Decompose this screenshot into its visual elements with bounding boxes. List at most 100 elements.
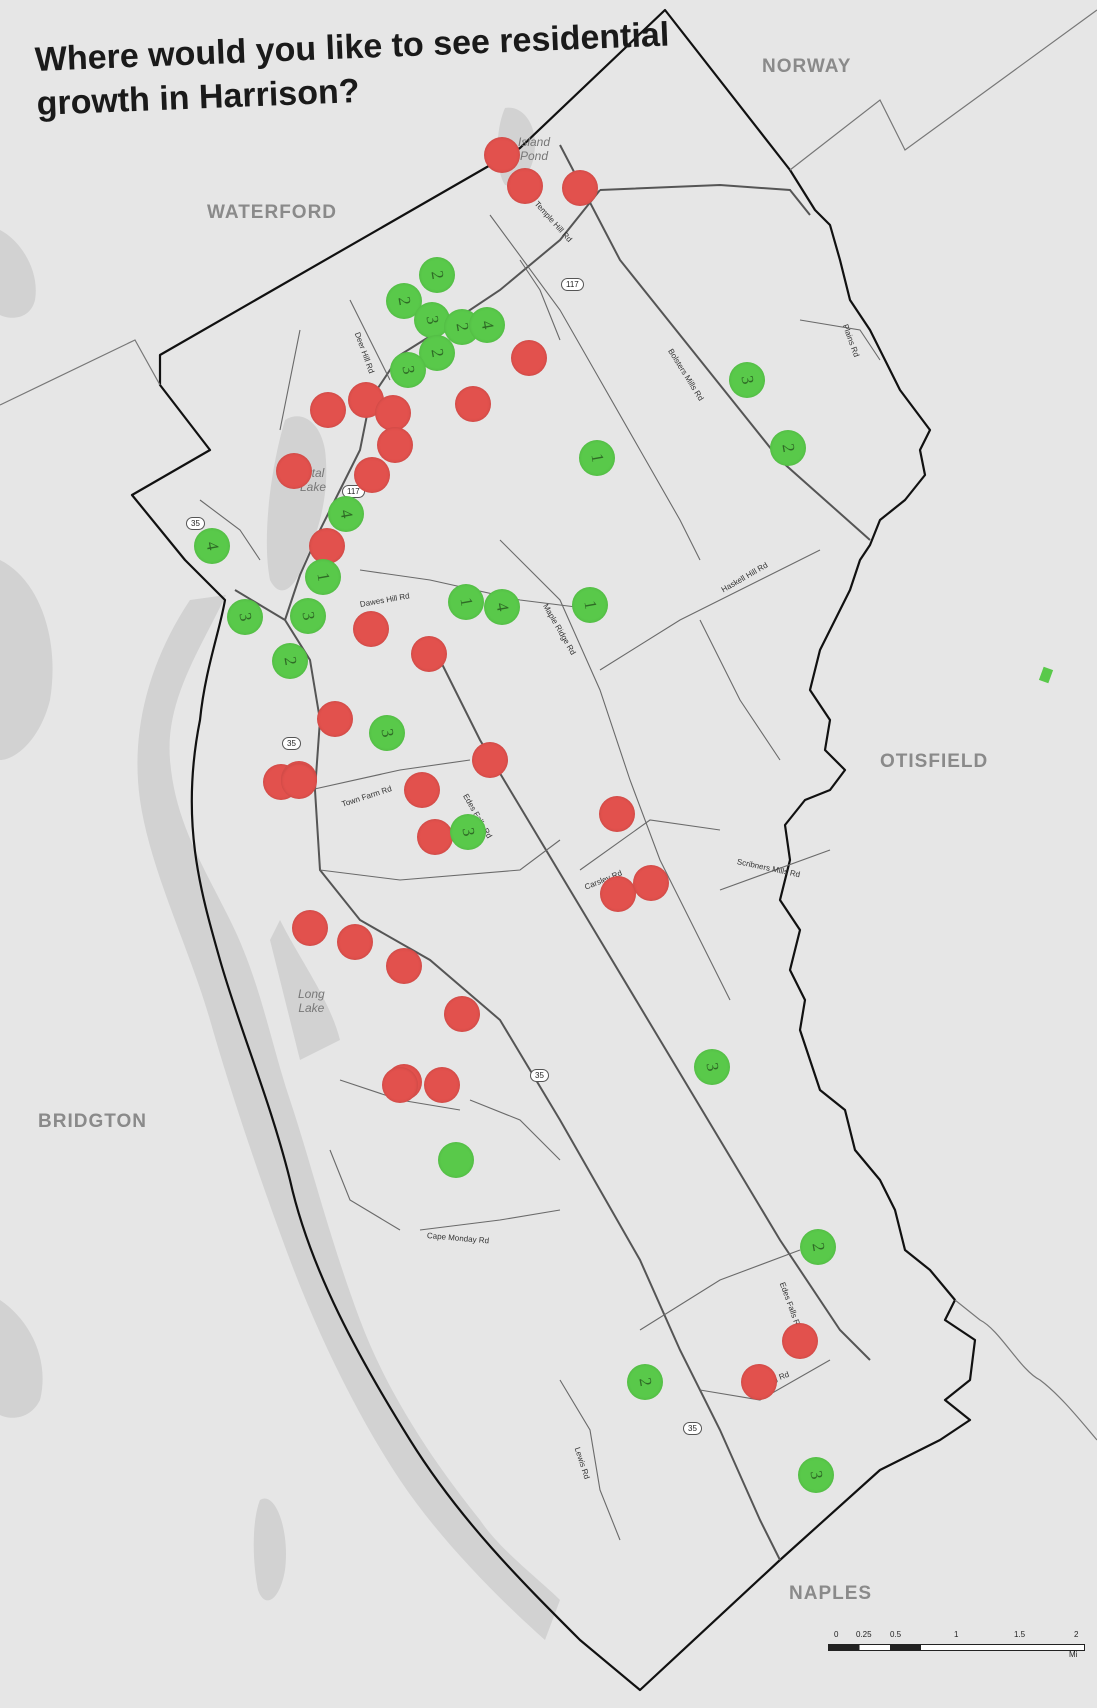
red-sticker-dot [472, 742, 508, 778]
red-sticker-dot [354, 457, 390, 493]
green-sticker-dot: 1 [572, 587, 608, 623]
neighbor-boundaries [0, 9, 1097, 1441]
route-shield-35: 35 [282, 737, 301, 750]
green-sticker-dot: 2 [800, 1229, 836, 1265]
green-sticker-dot: 3 [290, 598, 326, 634]
minor-roads [199, 214, 881, 1541]
long-lake-upper [270, 920, 340, 1060]
town-boundary [130, 8, 977, 1692]
town-label-norway: NORWAY [762, 56, 852, 77]
route-shield-117: 117 [561, 278, 584, 291]
red-sticker-dot [511, 340, 547, 376]
town-label-waterford: WATERFORD [207, 202, 338, 223]
scale-tick: 1.5 [1014, 1630, 1026, 1639]
green-sticker-dot: 2 [770, 430, 806, 466]
green-sticker-dot: 3 [227, 599, 263, 635]
green-sticker-dot: 3 [390, 352, 426, 388]
green-sticker-dot: 2 [272, 643, 308, 679]
route-shield-35: 35 [186, 517, 205, 530]
green-sticker-dot: 2 [627, 1364, 663, 1400]
red-sticker-dot [281, 763, 317, 799]
red-sticker-dot [562, 170, 598, 206]
route-shield-35: 35 [683, 1422, 702, 1435]
green-sticker-number: 1 [587, 452, 608, 464]
scale-bar-strip [828, 1644, 1085, 1651]
red-sticker-dot [317, 701, 353, 737]
water-label-long-lake: Long Lake [298, 987, 325, 1015]
green-sticker-number: 1 [456, 596, 477, 608]
red-sticker-dot [386, 948, 422, 984]
green-sticker-number: 3 [737, 374, 758, 386]
water-label-island-pond: Island Pond [518, 135, 551, 163]
green-sticker-dot: 3 [369, 715, 405, 751]
route-shield-35: 35 [530, 1069, 549, 1082]
bolsters-mills-rd [559, 144, 871, 541]
red-sticker-dot [599, 796, 635, 832]
red-sticker-dot [782, 1323, 818, 1359]
red-sticker-dot [353, 611, 389, 647]
green-sticker-dot: 4 [484, 589, 520, 625]
red-sticker-dot [276, 453, 312, 489]
green-sticker-number: 3 [235, 611, 256, 623]
red-sticker-dot [444, 996, 480, 1032]
green-sticker-number: 3 [298, 610, 319, 622]
green-sticker-dot: 3 [694, 1049, 730, 1085]
scale-tick: 1 [954, 1630, 959, 1639]
scale-tick: 2 [1074, 1630, 1079, 1639]
red-sticker-dot [455, 386, 491, 422]
green-sticker-dot: 3 [729, 362, 765, 398]
red-sticker-dot [375, 395, 411, 431]
red-sticker-dot [633, 865, 669, 901]
scale-tick: 0.5 [890, 1630, 902, 1639]
green-sticker-number: 2 [808, 1241, 829, 1253]
green-sticker-number: 3 [702, 1061, 723, 1073]
green-sticker-dot [438, 1142, 474, 1178]
green-sticker-number: 3 [398, 364, 419, 376]
west-lake [0, 230, 36, 318]
west-lake-2 [0, 560, 53, 760]
green-sticker-dot: 3 [450, 814, 486, 850]
green-sticker-number: 2 [280, 655, 301, 667]
green-sticker-number: 3 [806, 1469, 827, 1481]
green-sticker-dot: 3 [798, 1457, 834, 1493]
green-sticker-number: 4 [202, 540, 223, 552]
scale-tick: 0.25 [856, 1630, 872, 1639]
red-sticker-dot [741, 1364, 777, 1400]
red-sticker-dot [484, 137, 520, 173]
green-sticker-number: 1 [313, 571, 334, 583]
green-sticker-number: 4 [477, 319, 498, 331]
red-sticker-dot [507, 168, 543, 204]
town-label-naples: NAPLES [789, 1583, 873, 1604]
scale-bar: 0 0.25 0.5 1 1.5 2 Mi [828, 1630, 1085, 1660]
red-sticker-dot [310, 392, 346, 428]
green-sticker-number: 2 [778, 442, 799, 454]
green-sticker-dot: 4 [328, 496, 364, 532]
green-sticker-number: 1 [580, 599, 601, 611]
green-sticker-number: 2 [427, 269, 448, 281]
scale-tick: 0 [834, 1630, 839, 1639]
town-label-bridgton: BRIDGTON [38, 1111, 147, 1132]
water-bodies [0, 107, 560, 1640]
green-sticker-dot: 4 [469, 307, 505, 343]
red-sticker-dot [417, 819, 453, 855]
red-sticker-dot [404, 772, 440, 808]
red-sticker-dot [600, 876, 636, 912]
green-sticker-number: 3 [377, 727, 398, 739]
red-sticker-dot [411, 636, 447, 672]
scale-unit: Mi [1069, 1650, 1078, 1659]
red-sticker-dot [337, 924, 373, 960]
green-sticker-number: 4 [492, 601, 513, 613]
red-sticker-dot [377, 427, 413, 463]
red-sticker-dot [292, 910, 328, 946]
green-sticker-dot: 1 [305, 559, 341, 595]
red-sticker-dot [382, 1067, 418, 1103]
green-sticker-number: 4 [336, 508, 357, 520]
green-sticker-dot: 1 [448, 584, 484, 620]
sw-lake [0, 1300, 43, 1418]
green-sticker-number: 3 [458, 826, 479, 838]
red-sticker-dot [309, 528, 345, 564]
green-sticker-dot: 1 [579, 440, 615, 476]
bridgton-pond [253, 1498, 286, 1601]
